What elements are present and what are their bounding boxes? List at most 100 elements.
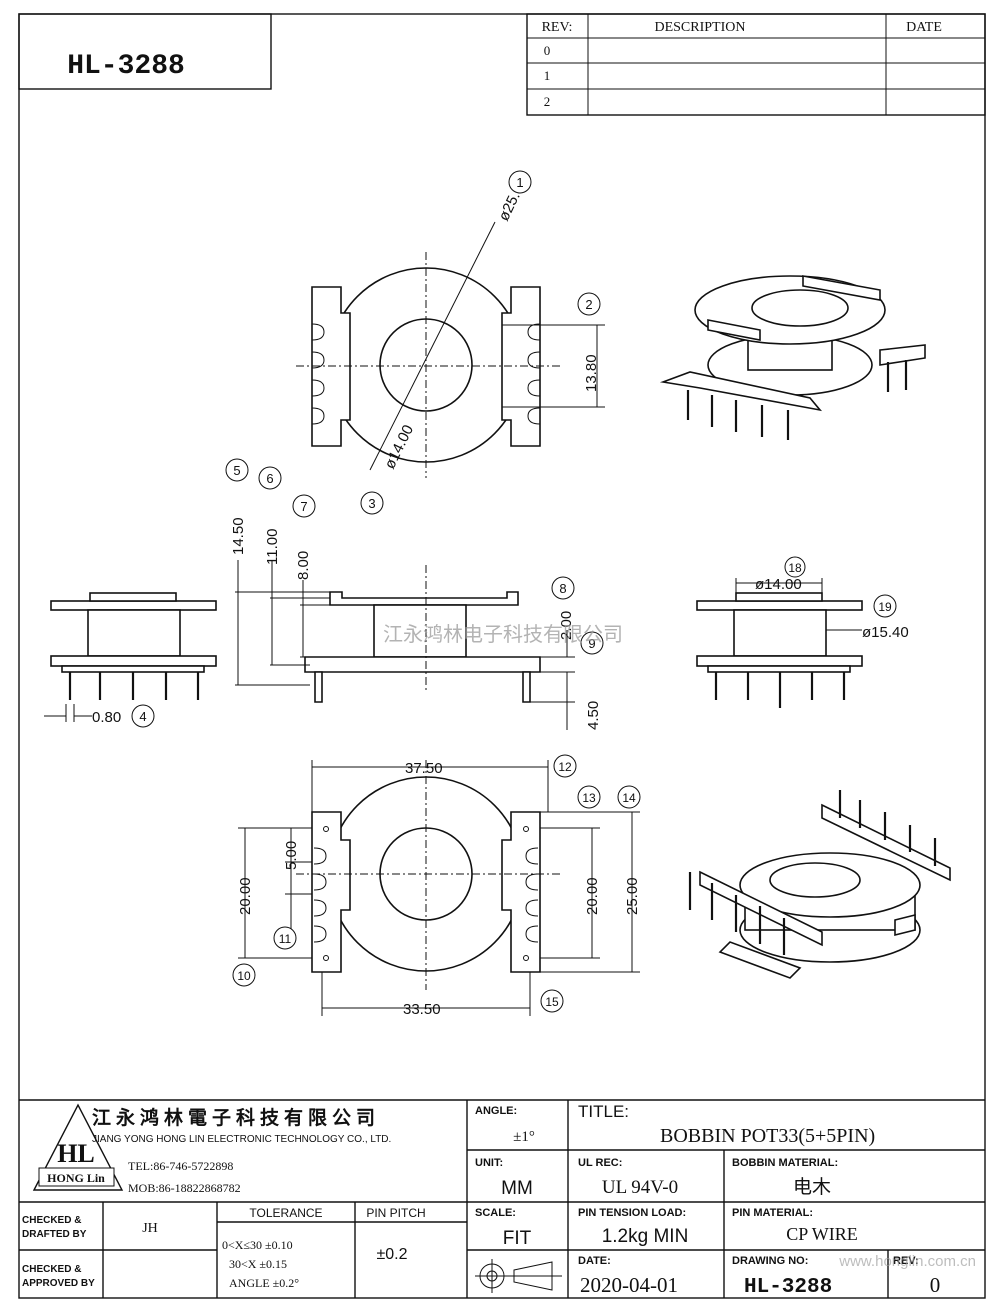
callout-6: 6 (258, 466, 282, 490)
pin-pitch-label: PIN PITCH (366, 1206, 425, 1220)
front-view-left: 0.80 (44, 592, 217, 726)
svg-text:3: 3 (368, 496, 375, 511)
pin-pitch-value: ±0.2 (376, 1246, 407, 1263)
top-view: ø25.80 13.80 ø14.00 (296, 174, 605, 478)
rev-row-0: 0 (544, 43, 551, 58)
ul-rec-value: UL 94V-0 (602, 1177, 678, 1198)
angle-label: ANGLE: (475, 1105, 517, 1117)
svg-text:HONG Lin: HONG Lin (47, 1171, 105, 1185)
watermark: 江永鸿林电子科技有限公司 (383, 622, 623, 646)
rev-row-2: 2 (544, 94, 551, 109)
date-header: DATE (906, 20, 942, 35)
title-value: BOBBIN POT33(5+5PIN) (660, 1125, 875, 1147)
dim-11-00: 11.00 (264, 529, 281, 565)
side-view: ø14.00 ø15.40 (696, 576, 909, 708)
dim-2-00: 2.00 (558, 611, 575, 640)
tolerance-row-1: 0<X≤30 ±0.10 (222, 1238, 293, 1252)
checked-approved-label-2: APPROVED BY (22, 1278, 95, 1289)
projection-symbol (475, 1259, 562, 1293)
callout-9: 9 (580, 631, 604, 655)
callout-14: 14 (617, 785, 641, 809)
tolerance-row-3: ANGLE ±0.2° (229, 1276, 299, 1290)
pin-material-value: CP WIRE (786, 1224, 858, 1244)
svg-text:12: 12 (558, 760, 572, 774)
dim-20-00-left: 20.00 (237, 877, 254, 915)
svg-text:4: 4 (139, 709, 146, 724)
pin-tension-label: PIN TENSION LOAD: (578, 1207, 686, 1219)
dim-5-00: 5.00 (283, 841, 300, 870)
dim-pin-0-80: 0.80 (92, 709, 121, 726)
callout-19: 19 (873, 594, 897, 618)
dim-25-00: 25.00 (624, 877, 641, 915)
svg-text:13: 13 (582, 791, 596, 805)
tolerance-label: TOLERANCE (249, 1206, 322, 1220)
dim-37-50: 37.50 (405, 760, 443, 777)
iso-view-top (659, 275, 926, 440)
callout-11: 11 (273, 926, 297, 950)
callout-12: 12 (553, 754, 577, 778)
svg-text:15: 15 (545, 995, 559, 1009)
title-label: TITLE: (578, 1102, 629, 1121)
sheet-border (18, 13, 986, 1299)
svg-text:7: 7 (300, 499, 307, 514)
date-value: 2020-04-01 (580, 1273, 678, 1297)
scale-label: SCALE: (475, 1207, 516, 1219)
svg-text:6: 6 (266, 471, 273, 486)
company-tel: TEL:86-746-5722898 (128, 1159, 233, 1173)
svg-text:2: 2 (585, 297, 592, 312)
company-name-en: JIANG YONG HONG LIN ELECTRONIC TECHNOLOG… (92, 1134, 391, 1145)
rev-value: 0 (930, 1273, 941, 1297)
ul-rec-label: UL REC: (578, 1157, 622, 1169)
svg-text:10: 10 (237, 969, 251, 983)
checked-approved-label-1: CHECKED & (22, 1264, 81, 1275)
callout-1: 1 (508, 170, 532, 194)
company-logo: HL HONG Lin (32, 1103, 124, 1191)
pin-material-label: PIN MATERIAL: (732, 1207, 813, 1219)
callout-13: 13 (577, 785, 601, 809)
callout-7: 7 (292, 494, 316, 518)
svg-text:1: 1 (516, 175, 523, 190)
dim-33-50: 33.50 (403, 1001, 441, 1018)
tolerance-row-2: 30<X ±0.15 (229, 1257, 287, 1271)
callouts: 1 2 3 4 5 6 7 8 9 10 11 12 13 14 15 18 1… (131, 170, 897, 1013)
svg-text:11: 11 (279, 932, 292, 946)
dim-side-diameter-14-00: ø14.00 (755, 576, 802, 593)
checked-drafted-label-2: DRAFTED BY (22, 1229, 87, 1240)
callout-5: 5 (225, 458, 249, 482)
rev-row-1: 1 (544, 68, 551, 83)
checked-drafted-label-1: CHECKED & (22, 1215, 81, 1226)
callout-18: 18 (784, 556, 806, 578)
part-code-box (18, 13, 272, 90)
drafted-by-value: JH (142, 1221, 158, 1236)
svg-text:18: 18 (788, 561, 802, 575)
company-mob: MOB:86-18822868782 (128, 1181, 241, 1195)
watermark-url: www.honglin.com.cn (838, 1253, 976, 1270)
drawing-no-value: HL-3288 (744, 1276, 832, 1299)
revision-table: REV: DESCRIPTION DATE 0 1 2 (526, 13, 986, 116)
pin-tension-value: 1.2kg MIN (602, 1226, 689, 1247)
bobbin-material-value: 电木 (793, 1176, 831, 1198)
bottom-view: 37.50 33.50 5.00 20.00 20.00 25.00 (237, 760, 641, 1018)
svg-text:8: 8 (559, 581, 566, 596)
rev-header: REV: (542, 20, 573, 35)
dim-8-00: 8.00 (295, 551, 312, 580)
scale-value: FIT (503, 1228, 532, 1249)
part-code: HL-3288 (67, 51, 185, 82)
svg-text:5: 5 (233, 463, 240, 478)
rev-label: REV: (893, 1255, 919, 1267)
title-block: HL HONG Lin 江永鸿林電子科技有限公司 JIANG YONG HONG… (19, 1099, 985, 1299)
unit-value: MM (501, 1178, 533, 1199)
callout-2: 2 (577, 292, 601, 316)
callout-10: 10 (232, 963, 256, 987)
callout-15: 15 (540, 989, 564, 1013)
dim-13-80: 13.80 (583, 354, 600, 392)
svg-text:HL: HL (57, 1139, 95, 1168)
date-label: DATE: (578, 1255, 611, 1267)
callout-4: 4 (131, 704, 155, 728)
svg-text:9: 9 (588, 636, 595, 651)
unit-label: UNIT: (475, 1157, 503, 1169)
dim-diameter-15-40: ø15.40 (862, 624, 909, 641)
description-header: DESCRIPTION (654, 20, 745, 35)
drawing-no-label: DRAWING NO: (732, 1255, 808, 1267)
